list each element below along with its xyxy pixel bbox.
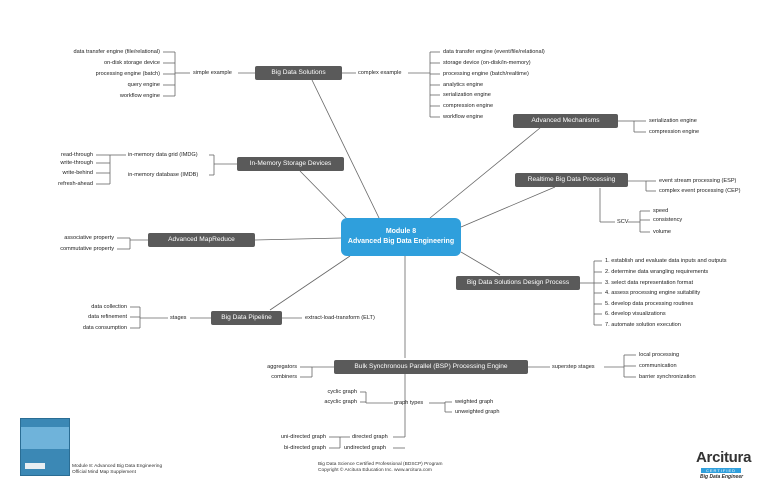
complex-item: compression engine [443,103,494,109]
scv-item: volume [653,229,672,235]
imdg-item: read-through [60,152,93,158]
label-undirected-graph: undirected graph [344,445,386,451]
complex-item: data transfer engine (event/file/relatio… [443,49,545,55]
imdg-item: write-behind [62,170,93,176]
imdg-item: refresh-ahead [58,181,93,187]
node-bsp-processing-engine: Bulk Synchronous Parallel (BSP) Processi… [334,360,528,374]
logo-subtitle: Big Data Engineer [700,474,744,480]
node-design-process: Big Data Solutions Design Process [456,276,580,290]
scv-item: speed [653,208,669,214]
node-big-data-pipeline: Big Data Pipeline [211,311,282,325]
central-topic-line2: Advanced Big Data Engineering [347,238,455,245]
superstep-item: local processing [639,352,680,358]
central-topic-line1: Module 8 [385,228,417,235]
stage-item: data consumption [82,325,127,331]
label-elt: extract-load-transform (ELT) [305,315,375,321]
simple-item: on-disk storage device [104,60,160,66]
book-cover-image [20,418,70,476]
process-step: 7. automate solution execution [605,322,681,328]
label-bi-directed: bi-directed graph [284,445,326,451]
am-item: serialization engine [649,118,697,124]
complex-item: storage device (on-disk/in-memory) [443,60,531,66]
label-directed-graph: directed graph [352,434,388,440]
superstep-item: barrier synchronization [639,374,696,380]
complex-item: processing engine (batch/realtime) [443,71,529,77]
stage-item: data collection [91,304,127,310]
central-topic: Module 8 Advanced Big Data Engineering [341,218,461,256]
node-big-data-solutions: Big Data Solutions [255,66,342,80]
amr-item: commutative property [60,246,114,252]
node-advanced-mapreduce: Advanced MapReduce [148,233,255,247]
superstep-item: communication [639,363,677,369]
node-in-memory-storage-devices: In-Memory Storage Devices [237,157,344,171]
footer-mid-line2: Copyright © Arcitura Education Inc. www.… [318,468,432,473]
label-scv: SCV [617,219,629,225]
bsp-left-item: combiners [271,374,297,380]
label-stages: stages [170,315,187,321]
node-advanced-mechanisms: Advanced Mechanisms [513,114,618,128]
label-complex-example: complex example [358,70,402,76]
scv-item: consistency [653,217,683,223]
simple-item: workflow engine [119,93,160,99]
complex-item: serialization engine [443,92,491,98]
graph-type-right: weighted graph [455,399,494,405]
rbdp-item: event stream processing (ESP) [659,178,737,184]
process-step: 2. determine data wrangling requirements [605,269,709,275]
am-item: compression engine [649,129,700,135]
process-step: 5. develop data processing routines [605,301,694,307]
footer-mid-line1: Big Data Science Certified Professional … [318,462,443,467]
simple-item: processing engine (batch) [95,71,160,77]
simple-item: query engine [127,82,160,88]
amr-item: associative property [64,235,114,241]
complex-item: workflow engine [443,114,484,120]
process-step: 3. select data representation format [605,280,693,286]
label-uni-directed: uni-directed graph [280,434,326,440]
simple-item: data transfer engine (file/relational) [73,49,160,55]
graph-type-right: unweighted graph [455,409,500,415]
graph-type-left: acyclic graph [324,399,357,405]
imdg-item: write-through [60,160,93,166]
stage-item: data refinement [88,314,127,320]
footer-left-line1: Module 8: Advanced Big Data Engineering [72,464,163,469]
logo-certified-band: CERTIFIED [701,468,741,473]
label-simple-example: simple example [193,70,232,76]
complex-item: analytics engine [443,82,484,88]
node-realtime-big-data-processing: Realtime Big Data Processing [515,173,628,187]
label-imdb: in-memory database (IMDB) [128,172,199,178]
graph-type-left: cyclic graph [327,389,357,395]
footer-left-line2: Official Mind Map Supplement [72,470,136,475]
label-superstep-stages: superstep stages [552,364,595,370]
rbdp-item: complex event processing (CEP) [659,188,741,194]
process-step: 4. assess processing engine suitability [605,290,701,296]
label-imdg: in-memory data grid (IMDG) [128,152,198,158]
process-step: 6. develop visualizations [605,311,666,317]
arcitura-logo: Arcitura [696,449,752,466]
process-step: 1. establish and evaluate data inputs an… [605,258,727,264]
label-graph-types: graph types [394,400,424,406]
bsp-left-item: aggregators [267,364,297,370]
